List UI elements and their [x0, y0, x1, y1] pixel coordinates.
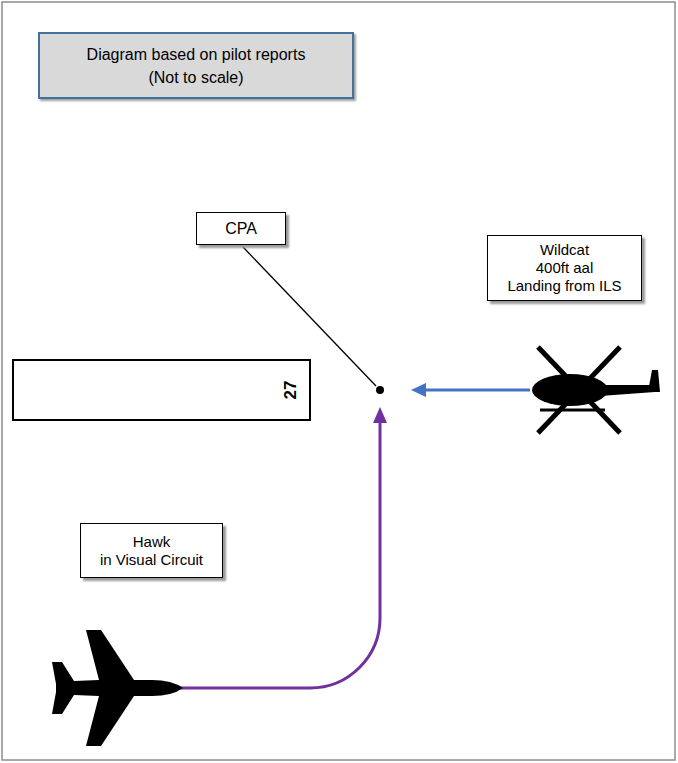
label-text: (Not to scale) — [148, 66, 243, 89]
label-text: in Visual Circuit — [100, 551, 203, 569]
hawk-aircraft — [52, 630, 183, 746]
label-text: Landing from ILS — [507, 277, 621, 295]
arrowhead — [411, 383, 426, 397]
label-text: CPA — [225, 219, 257, 238]
aircraft-label-box: Wildcat400ft aalLanding from ILS — [487, 235, 642, 301]
wildcat-helicopter — [532, 347, 660, 433]
wildcat-track — [424, 389, 530, 392]
callout-box: CPA — [196, 212, 286, 245]
label-text: Wildcat — [540, 241, 589, 259]
title-box: Diagram based on pilot reports(Not to sc… — [38, 32, 354, 99]
aircraft-label-box: Hawkin Visual Circuit — [80, 523, 223, 578]
label-text: 27 — [282, 381, 302, 400]
label-text: Diagram based on pilot reports — [87, 43, 306, 66]
cpa-dot — [376, 386, 384, 394]
runway: 27 — [12, 359, 311, 421]
arrowhead — [373, 407, 387, 423]
label-text: 400ft aal — [536, 259, 594, 277]
label-text: Hawk — [133, 533, 171, 551]
